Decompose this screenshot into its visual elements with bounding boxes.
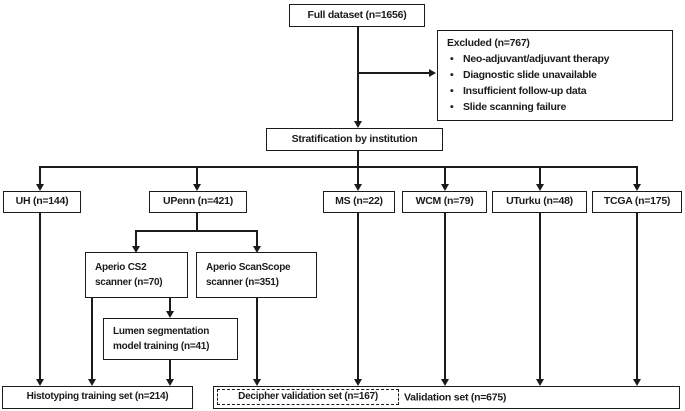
excluded-bullet: Slide scanning failure bbox=[447, 99, 664, 115]
arrowhead-down-icon bbox=[535, 184, 544, 191]
arrowhead-down-icon bbox=[353, 121, 362, 128]
arrowhead-down-icon bbox=[353, 184, 362, 191]
arrowhead-down-icon bbox=[165, 379, 174, 386]
connector-to-cs2 bbox=[135, 230, 137, 247]
arrowhead-down-icon bbox=[252, 379, 261, 386]
node-full-dataset: Full dataset (n=1656) bbox=[289, 4, 425, 27]
connector-tcga-to-validation bbox=[636, 213, 638, 380]
connector-to-upenn bbox=[196, 166, 198, 185]
connector-to-uturku bbox=[539, 166, 541, 185]
connector-wcm-to-validation bbox=[444, 213, 446, 380]
arrowhead-down-icon bbox=[131, 246, 140, 253]
node-upenn: UPenn (n=421) bbox=[149, 191, 247, 213]
node-ms: MS (n=22) bbox=[323, 191, 395, 213]
connector-lumen-to-histotyping bbox=[169, 360, 171, 380]
arrowhead-down-icon bbox=[252, 246, 261, 253]
excluded-bullet: Insufficient follow-up data bbox=[447, 83, 664, 99]
connector-to-excluded bbox=[358, 72, 430, 74]
connector-to-ms bbox=[357, 166, 359, 185]
excluded-bullet: Neo-adjuvant/adjuvant therapy bbox=[447, 51, 664, 67]
connector-cs2-to-lumen bbox=[169, 298, 171, 312]
connector-to-tcga bbox=[636, 166, 638, 185]
validation-set-label: Validation set (n=675) bbox=[404, 390, 507, 403]
connector-to-wcm bbox=[444, 166, 446, 185]
node-uturku: UTurku (n=48) bbox=[492, 191, 587, 213]
node-validation-set: Decipher validation set (n=167) Validati… bbox=[213, 386, 680, 409]
connector-cs2-to-histotyping bbox=[91, 298, 93, 380]
node-aperio-scanscope-scanner: Aperio ScanScope scanner (n=351) bbox=[196, 252, 317, 298]
arrowhead-down-icon bbox=[35, 184, 44, 191]
node-wcm: WCM (n=79) bbox=[402, 191, 487, 213]
connector-fulldataset-to-stratification bbox=[357, 26, 359, 122]
arrowhead-right-icon bbox=[429, 68, 436, 77]
node-decipher-validation-set: Decipher validation set (n=167) bbox=[217, 389, 399, 405]
connector-scanscope-to-decipher bbox=[256, 298, 258, 380]
node-excluded: Excluded (n=767) Neo-adjuvant/adjuvant t… bbox=[437, 30, 673, 121]
connector-scanner-split bbox=[135, 230, 258, 232]
connector-institution-distribution bbox=[40, 166, 638, 168]
node-uh: UH (n=144) bbox=[3, 191, 81, 213]
node-tcga: TCGA (n=175) bbox=[592, 191, 682, 213]
arrowhead-down-icon bbox=[440, 379, 449, 386]
excluded-title: Excluded (n=767) bbox=[447, 37, 530, 49]
node-aperio-cs2-scanner: Aperio CS2 scanner (n=70) bbox=[85, 252, 188, 298]
excluded-bullet: Diagnostic slide unavailable bbox=[447, 67, 664, 83]
connector-to-uh bbox=[39, 166, 41, 185]
connector-uh-to-histotyping bbox=[39, 213, 41, 380]
connector-to-scanscope bbox=[256, 230, 258, 247]
arrowhead-down-icon bbox=[35, 379, 44, 386]
arrowhead-down-icon bbox=[632, 184, 641, 191]
arrowhead-down-icon bbox=[353, 379, 362, 386]
node-stratification: Stratification by institution bbox=[266, 128, 443, 151]
node-lumen-segmentation-training: Lumen segmentation model training (n=41) bbox=[103, 318, 238, 360]
connector-upenn-stub bbox=[196, 213, 198, 231]
node-histotyping-training-set: Histotyping training set (n=214) bbox=[2, 386, 193, 409]
connector-stratification-stub bbox=[357, 150, 359, 167]
arrowhead-down-icon bbox=[632, 379, 641, 386]
arrowhead-down-icon bbox=[87, 379, 96, 386]
arrowhead-down-icon bbox=[535, 379, 544, 386]
connector-ms-to-validation bbox=[357, 213, 359, 380]
arrowhead-down-icon bbox=[192, 184, 201, 191]
connector-uturku-to-validation bbox=[539, 213, 541, 380]
arrowhead-down-icon bbox=[440, 184, 449, 191]
arrowhead-down-icon bbox=[165, 311, 174, 318]
